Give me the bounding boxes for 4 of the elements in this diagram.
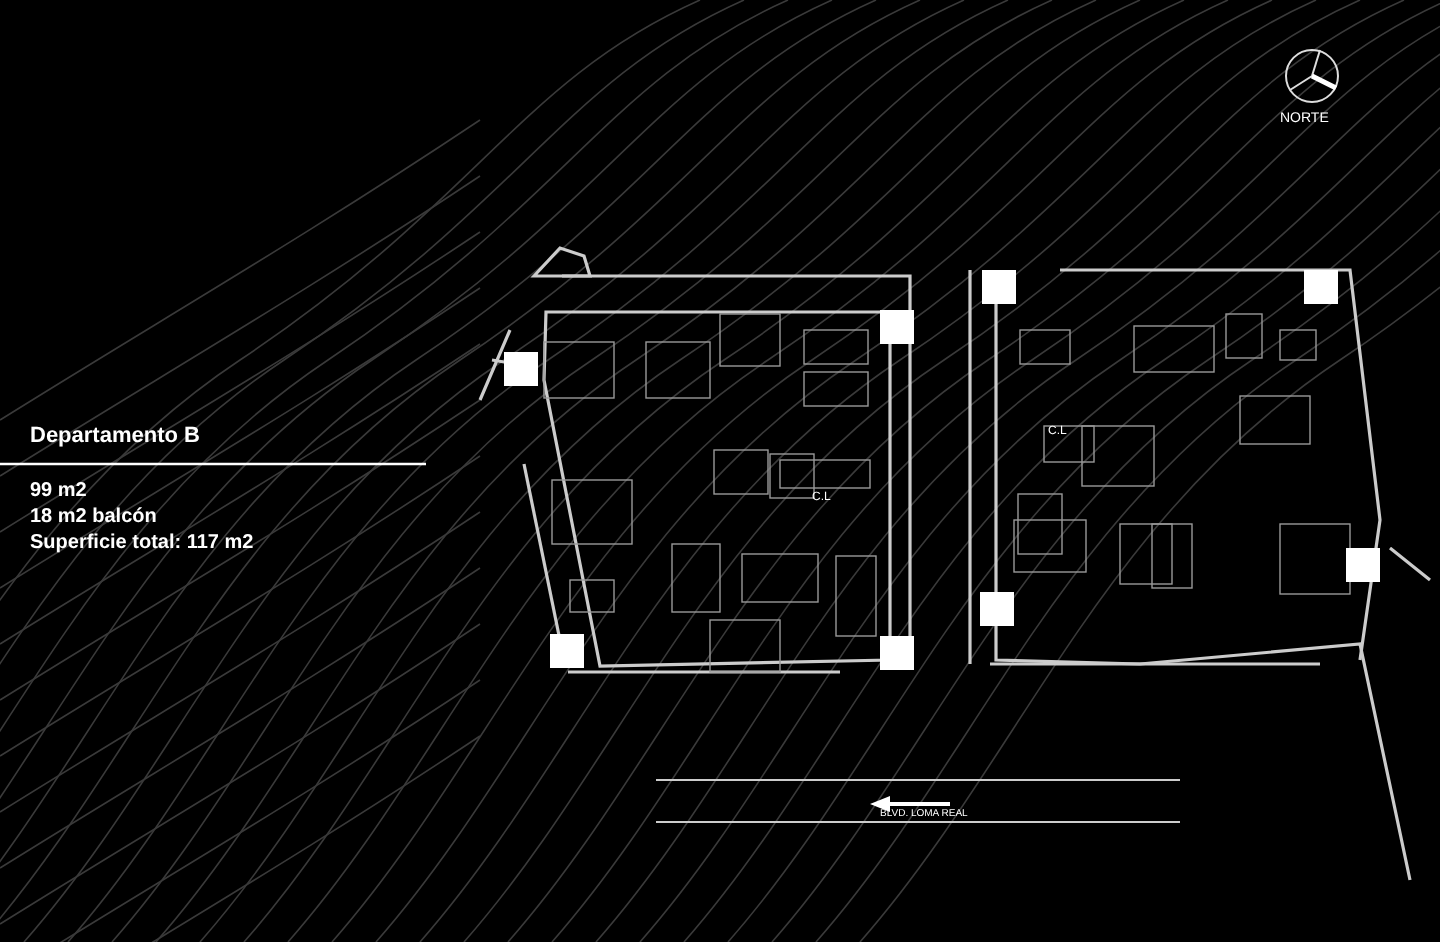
area-text: 18 m2 balcón — [30, 506, 157, 528]
area-text: Superficie total: 117 m2 — [30, 532, 254, 554]
apartment-title: Departamento B — [30, 424, 200, 448]
area-text: 99 m2 — [30, 480, 87, 502]
